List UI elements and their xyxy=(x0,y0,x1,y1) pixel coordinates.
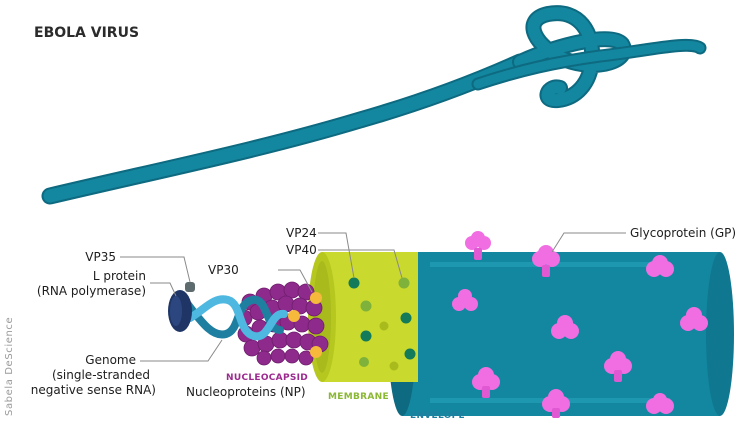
glycoprotein xyxy=(452,289,478,311)
label-vp24: VP24 xyxy=(286,226,317,240)
glycoprotein xyxy=(472,367,500,398)
glycoprotein xyxy=(542,389,570,418)
rna-genome-helix xyxy=(182,295,288,341)
credit-text: Sabela DeScience xyxy=(4,317,15,416)
label-vp30: VP30 xyxy=(208,263,239,277)
glycoprotein xyxy=(604,351,632,382)
vp40-dots xyxy=(348,277,416,371)
glycoprotein xyxy=(646,393,674,414)
nucleocapsid xyxy=(235,281,329,366)
label-vp35: VP35 xyxy=(85,250,116,264)
glycoprotein xyxy=(680,307,708,331)
label-nucleoproteins: Nucleoproteins (NP) xyxy=(186,385,306,399)
label-envelope: ENVELOPE xyxy=(410,411,465,421)
label-genome-sub2: negative sense RNA) xyxy=(31,383,156,397)
glycoprotein xyxy=(465,231,491,260)
glycoprotein xyxy=(646,255,674,277)
ebola-filament-illustration xyxy=(41,5,707,205)
label-genome-sub1: (single-stranded xyxy=(52,368,150,382)
glycoprotein xyxy=(532,245,560,277)
label-vp40: VP40 xyxy=(286,243,317,257)
leader-lines xyxy=(120,232,626,362)
label-l-protein: L protein xyxy=(93,269,146,283)
diagram-title: EBOLA VIRUS xyxy=(34,25,139,41)
label-glycoprotein: Glycoprotein (GP) xyxy=(630,226,735,240)
vp35-protein xyxy=(185,282,195,292)
vp30-dots xyxy=(288,292,322,358)
glycoprotein-spikes xyxy=(452,231,708,418)
label-l-protein-sub: (RNA polymerase) xyxy=(37,284,146,298)
label-genome: Genome xyxy=(85,353,136,367)
l-protein xyxy=(168,290,192,332)
membrane-cylinder xyxy=(308,252,418,382)
glycoprotein xyxy=(551,315,579,339)
label-nucleocapsid: NUCLEOCAPSID xyxy=(226,373,308,383)
label-membrane: MEMBRANE xyxy=(328,392,389,402)
